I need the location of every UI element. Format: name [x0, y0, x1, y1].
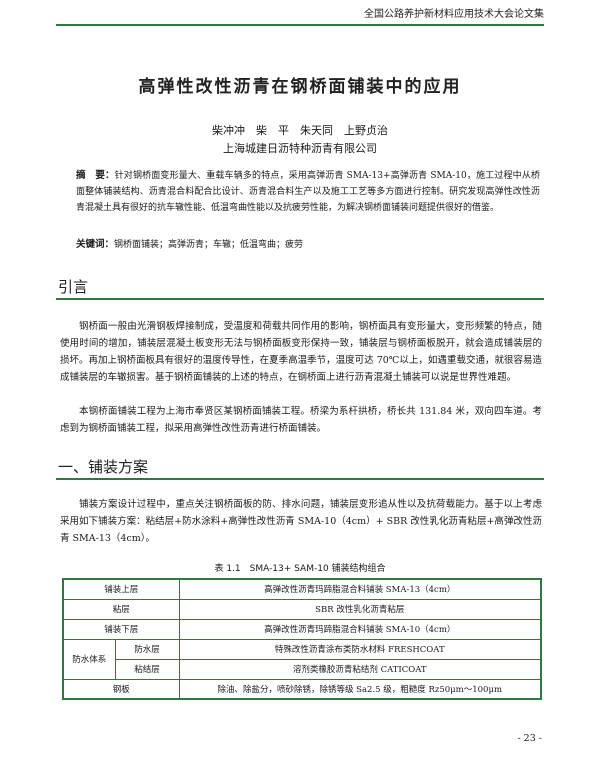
intro-paragraph-1: 钢桥面一般由光滑钢板焊接制成，受温度和荷载共同作用的影响，钢桥面具有变形量大，变… [60, 321, 542, 383]
paving-plan-paragraph: 铺装方案设计过程中，重点关注钢桥面板的防、排水问题，铺装层变形追从性以及抗荷载能… [60, 499, 542, 544]
keywords: 关键词：钢桥面铺装；高弹沥青；车辙；低温弯曲；疲劳 [76, 238, 540, 252]
table-caption: 表 1.1 SMA-13+ SAM-10 铺装结构组合 [214, 564, 386, 574]
page-number: - 23 - [517, 733, 542, 744]
table-row: 铺装上层 高弹改性沥青玛蹄脂混合料铺装 SMA-13（4cm） [62, 578, 542, 600]
table-cell-content: 高弹改性沥青玛蹄脂混合料铺装 SMA-13（4cm） [178, 578, 542, 600]
section-rule [56, 478, 544, 480]
table-row: 防水体系 防水层 特殊改性沥青涂布类防水材料 FRESHCOAT [62, 638, 542, 680]
table-row: 钢板 除油、除盐分，喷砂除锈，除锈等级 Sa2.5 级，粗糙度 Rz50μm～1… [62, 678, 542, 700]
table-cell-group: 防水体系 [62, 638, 116, 680]
abstract: 摘 要：针对钢桥面变形量大、重载车辆多的特点，采用高弹沥青 SMA-13+高弹沥… [76, 168, 540, 216]
table-cell-content: 高弹改性沥青玛蹄脂混合料铺装 SMA-10（4cm） [178, 618, 542, 640]
table-cell-label: 钢板 [62, 678, 180, 700]
table-row: 粘层 SBR 改性乳化沥青粘层 [62, 598, 542, 620]
table-cell-content: 除油、除盐分，喷砂除锈，除锈等级 Sa2.5 级，粗糙度 Rz50μm～100μ… [178, 678, 542, 700]
running-header: 全国公路养护新材料应用技术大会论文集 [56, 8, 544, 26]
table-cell-sublabel: 防水层 [114, 638, 180, 660]
intro-paragraph-2: 本钢桥面铺装工程为上海市奉贤区某钢桥面铺装工程。桥梁为系杆拱桥，桥长共 131.… [60, 406, 542, 434]
paper-title: 高弹性改性沥青在钢桥面铺装中的应用 [138, 77, 462, 97]
table-cell-label: 铺装上层 [62, 578, 180, 600]
table-cell-content: 特殊改性沥青涂布类防水材料 FRESHCOAT [178, 638, 542, 660]
keywords-text: 钢桥面铺装；高弹沥青；车辙；低温弯曲；疲劳 [114, 240, 304, 250]
abstract-text: 针对钢桥面变形量大、重载车辆多的特点，采用高弹沥青 SMA-13+高弹沥青 SM… [76, 171, 540, 213]
section-rule [56, 298, 544, 300]
keywords-label: 关键词： [76, 239, 115, 250]
structure-table: 铺装上层 高弹改性沥青玛蹄脂混合料铺装 SMA-13（4cm） 粘层 SBR 改… [62, 578, 542, 700]
table-cell-label: 铺装下层 [62, 618, 180, 640]
section-title-intro: 引言 [58, 278, 89, 296]
table-row: 铺装下层 高弹改性沥青玛蹄脂混合料铺装 SMA-10（4cm） [62, 618, 542, 640]
section-title-paving-plan: 一、铺装方案 [58, 458, 149, 476]
abstract-label: 摘 要： [76, 170, 115, 181]
table-cell-content: 溶剂类橡胶沥青粘结剂 CATICOAT [178, 658, 542, 680]
table-cell-label: 粘层 [62, 598, 180, 620]
table-cell-sublabel: 粘结层 [114, 658, 180, 680]
table-cell-content: SBR 改性乳化沥青粘层 [178, 598, 542, 620]
table-row: 粘结层 溶剂类橡胶沥青粘结剂 CATICOAT [63, 658, 542, 680]
authors: 柴冲冲 柴 平 朱天同 上野贞治 [212, 124, 388, 137]
affiliation: 上海城建日沥特种沥青有限公司 [223, 142, 377, 155]
